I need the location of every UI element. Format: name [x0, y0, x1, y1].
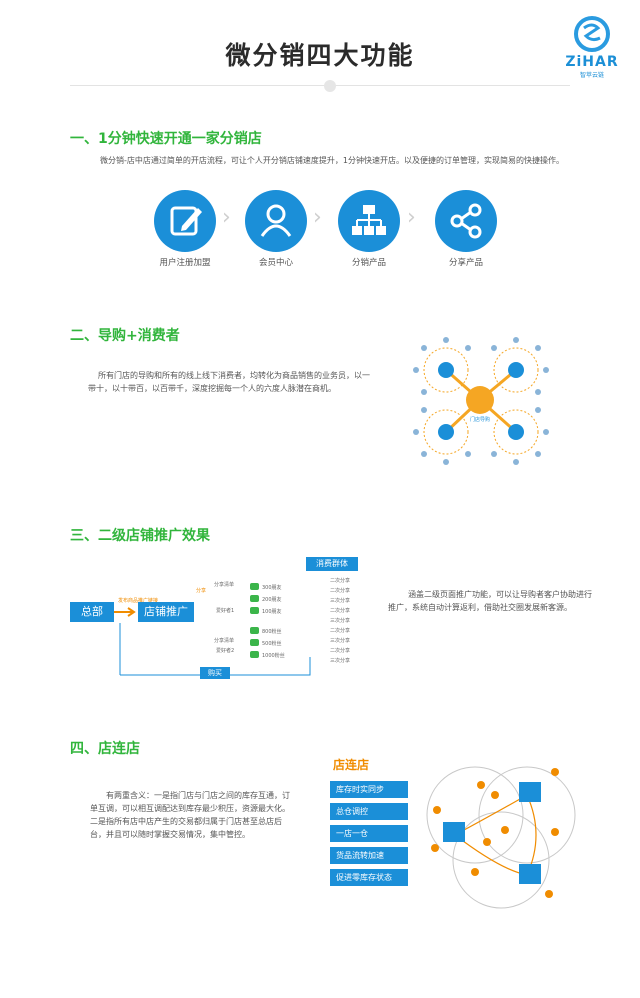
step-member: [245, 190, 307, 252]
network-diagram: 门店导购: [400, 320, 560, 480]
feature-bar: 货品流转加速: [330, 847, 408, 864]
fans-count: 500粉丝: [262, 641, 282, 647]
section3-text-line2: 推广，系统自动计算返利，借助社交圈发展新客源。: [388, 603, 572, 612]
step-label: 会员中心: [258, 258, 293, 268]
logo-subtitle: 智苹云链: [579, 72, 604, 79]
section3-text-line1: 涵盖二级页面推广功能，可以让导购者客户协助进行: [408, 590, 592, 599]
divider-dot: [324, 80, 336, 92]
second-share: 二次分享: [330, 608, 351, 614]
friends-count: 200朋友: [262, 597, 282, 603]
purchase-label: 购买: [200, 667, 230, 679]
wechat-icon: [250, 639, 259, 646]
wechat-icon: [250, 651, 259, 658]
second-share: 二次分享: [330, 588, 351, 594]
header-divider: [70, 85, 570, 86]
step-share: [435, 190, 497, 252]
second-share: 二次分享: [330, 648, 351, 654]
push-label: 发布商品推广链接: [118, 598, 159, 604]
share-list: 分享清单: [214, 582, 235, 588]
consumer-group-box: 消费群体: [306, 557, 358, 571]
fan-label: 爱好者2: [216, 648, 235, 654]
network-illustration: [413, 337, 549, 465]
store-network-illustration: [415, 760, 585, 910]
chevron-right-icon: ›: [407, 205, 416, 230]
chevron-right-icon: ›: [313, 205, 322, 230]
section4-text-line2: 单互调，可以相互调配达到库存最少积压，资源最大化。: [90, 804, 290, 813]
second-share: 二次分享: [330, 578, 351, 584]
share-list: 分享清单: [214, 638, 235, 644]
feature-bar: 一店一仓: [330, 825, 408, 842]
logo-text: ZiHAR: [565, 54, 619, 70]
section4-text-line3: 二是指所有店中店产生的交易都归属于门店甚至总店后: [90, 817, 282, 826]
friends-count: 300朋友: [262, 585, 282, 591]
fans-count: 800粉丝: [262, 629, 282, 635]
store-network-graphic: [426, 766, 576, 909]
wechat-icon: [250, 607, 259, 614]
share-label: 分享: [196, 588, 207, 594]
step-label: 用户注册加盟: [159, 258, 211, 268]
step-register: [154, 190, 216, 252]
second-share: 二次分享: [330, 628, 351, 634]
friends-count: 100朋友: [262, 609, 282, 615]
wechat-icon: [250, 583, 259, 590]
section3-title: 三、二级店铺推广效果: [70, 528, 210, 544]
third-share: 三次分享: [330, 658, 351, 664]
hq-box: 总部: [70, 602, 114, 622]
promotion-diagram: 总部 发布商品推广链接 店铺推广 分享 分享清单 分享清单 爱好者1 爱好者2 …: [68, 555, 368, 685]
chevron-right-icon: ›: [222, 205, 231, 230]
step-label: 分销产品: [351, 258, 386, 268]
feature-bar: 促进零库存状态: [330, 869, 408, 886]
wechat-icon: [250, 627, 259, 634]
logo-mark-icon: [574, 16, 610, 52]
store-promo-box: 店铺推广: [138, 602, 194, 622]
store-chain-title: 店连店: [333, 758, 370, 772]
section1-text: 微分销-店中店通过简单的开店流程，可让个人开分销店铺速度提升，1分钟快速开店。以…: [100, 156, 564, 165]
feature-bar: 库存时实同步: [330, 781, 408, 798]
user-icon: [260, 204, 292, 237]
arrow-right-icon: [114, 607, 136, 617]
section2-text-line1: 所有门店的导购和所有的线上线下消费者，均转化为商品销售的业务员，以一: [98, 371, 370, 380]
fan-label: 爱好者1: [216, 608, 235, 614]
section2-text-line2: 带十，以十带百，以百带千，深度挖掘每一个人的六度人脉潜在商机。: [88, 384, 336, 393]
wechat-icon: [250, 595, 259, 602]
section4-text-line1: 有两重含义：一是指门店与门店之间的库存互通，订: [106, 791, 290, 800]
edit-icon: [170, 206, 202, 236]
section4-title: 四、店连店: [70, 741, 140, 757]
center-label: 门店导购: [469, 417, 490, 423]
page-title: 微分销四大功能: [225, 41, 415, 70]
logo: ZiHAR 智苹云链: [556, 14, 628, 79]
section4-text-line4: 台，并且可以随时掌握交易情况，集中管控。: [90, 830, 250, 839]
purchase-loop: [119, 623, 311, 676]
section1-title: 一、1分钟快速开通一家分销店: [70, 131, 262, 147]
third-share: 三次分享: [330, 638, 351, 644]
third-share: 三次分享: [330, 618, 351, 624]
step-distribution: [338, 190, 400, 252]
step-label: 分享产品: [448, 258, 483, 268]
third-share: 三次分享: [330, 598, 351, 604]
hierarchy-icon: [352, 205, 386, 235]
section2-title: 二、导购+消费者: [70, 328, 180, 344]
fans-count: 1000粉丝: [262, 653, 285, 659]
share-icon: [450, 203, 482, 239]
feature-bar: 总仓调控: [330, 803, 408, 820]
